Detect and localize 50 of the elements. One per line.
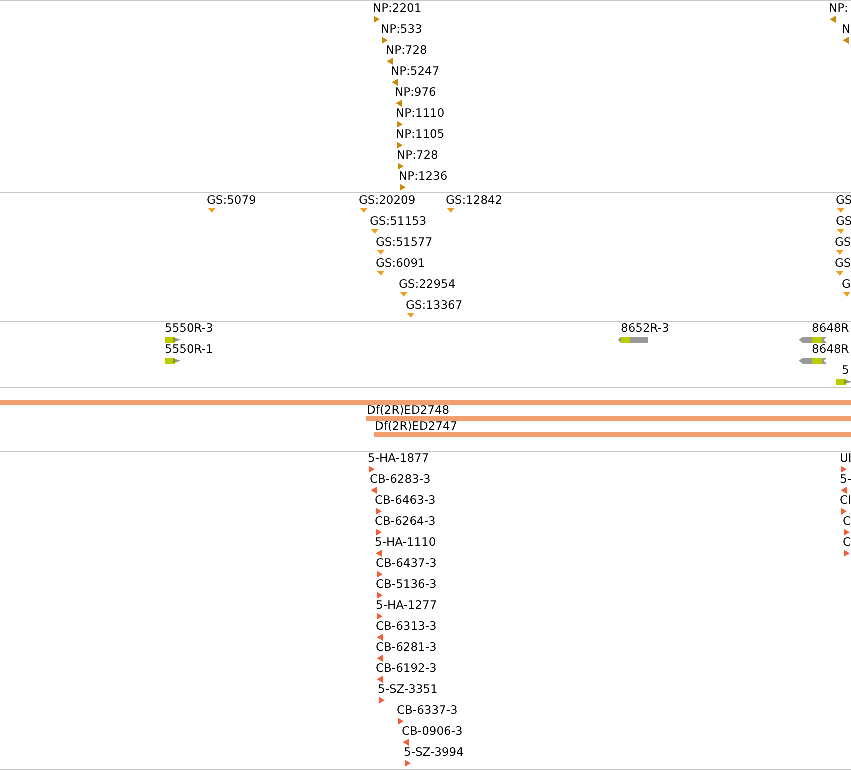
feature-label: CB-6283-3 [370,473,431,486]
feature-label: GS:5079 [207,194,256,207]
feature-label: 5-HA-1877 [368,452,430,465]
feature-label: 5550R-1 [165,343,214,356]
feature-label: 8648R [812,322,850,335]
feature-label: CB-6437-3 [376,557,437,570]
feature-label: Df(2R)ED2748 [367,404,450,417]
feature-label: GS [835,257,851,270]
feature-label: N [842,23,851,36]
feature-label: C [843,515,851,528]
feature-label: NP:1236 [399,170,448,183]
feature-label: GS:51153 [370,215,427,228]
feature-label: CB-5136-3 [376,578,437,591]
feature-label: GS:20209 [359,194,416,207]
feature-label: G [842,278,851,291]
feature-label: GS:13367 [406,299,463,312]
feature-label: NP:1110 [396,107,445,120]
feature-label: NP:533 [381,23,422,36]
feature-label: 5550R-3 [165,322,214,335]
feature-label: CI [840,494,851,507]
feature-label: 5- [840,473,851,486]
feature-label: Df(2R)ED2747 [375,420,458,433]
feature-label: 8652R-3 [621,322,670,335]
feature-label: 5 [842,364,850,377]
feature-label: 8648R [812,343,850,356]
feature-label: 5-SZ-3994 [404,746,464,759]
feature-label: CB-6313-3 [376,620,437,633]
feature-label: CB-6281-3 [376,641,437,654]
feature-label: CB-6463-3 [375,494,436,507]
feature-label: UI [840,452,851,465]
feature-label: 5-SZ-3351 [378,683,438,696]
feature-label: 5-HA-1110 [375,536,436,549]
feature-label: 5-HA-1277 [376,599,438,612]
feature-label: GS:51577 [376,236,433,249]
feature-label: NP:976 [395,86,436,99]
feature-label: GS:6091 [376,257,426,270]
feature-label: CB-6264-3 [375,515,436,528]
feature-label: GS:22954 [399,278,456,291]
feature-label: CB-6337-3 [397,704,458,717]
feature-label: GS [835,236,851,249]
feature-label: GS:12842 [446,194,503,207]
feature-label: NP:728 [397,149,438,162]
feature-label: NP:5247 [391,65,440,78]
feature-label: CB-0906-3 [402,725,463,738]
feature-label: NP: [829,2,848,15]
feature-label: CB-6192-3 [376,662,437,675]
feature-label: NP:1105 [396,128,445,141]
feature-label: NP:728 [386,44,428,57]
feature-label: C [843,536,851,549]
feature-label: NP:2201 [373,2,422,15]
